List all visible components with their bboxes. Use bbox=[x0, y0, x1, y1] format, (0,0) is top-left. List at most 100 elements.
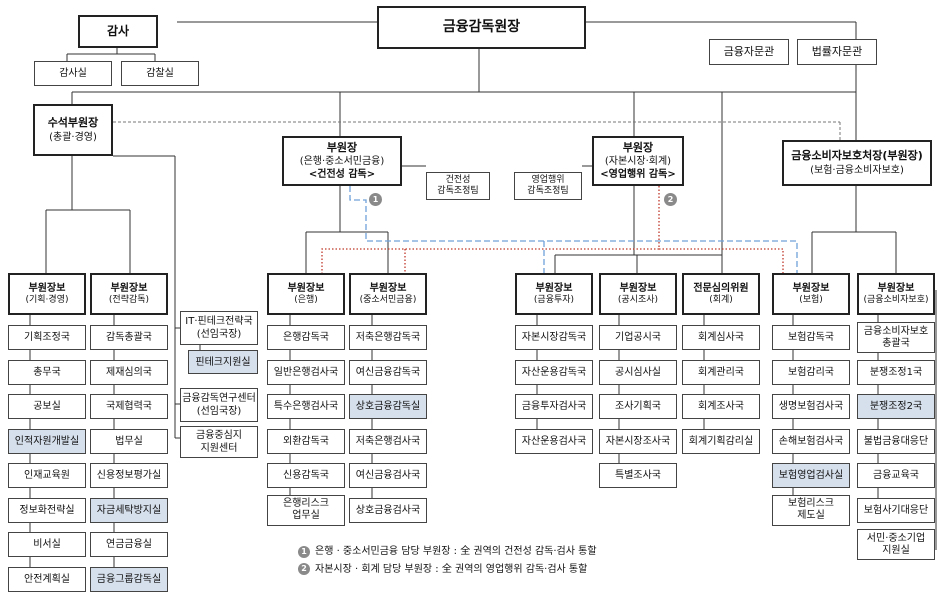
department-name: 특수은행검사국 bbox=[273, 401, 339, 412]
department-cell: 정보화전략실 bbox=[8, 497, 86, 523]
assistant-governor-header: 부원장보(전략감독) bbox=[90, 273, 168, 315]
advisor-fin-box: 금융자문관 bbox=[709, 39, 789, 65]
department-cell: 제재심의국 bbox=[90, 359, 168, 385]
advisor-law-box: 법률자문관 bbox=[797, 39, 877, 65]
department-name: 금융소비자보호 bbox=[863, 325, 929, 337]
department-cell: 금융그룹감독실 bbox=[90, 566, 168, 592]
consumer-protection-title: 금융소비자보호처장(부원장) bbox=[791, 149, 923, 163]
department-name: 서민·중소기업 bbox=[866, 532, 926, 544]
consumer-protection-box: 금융소비자보호처장(부원장) (보험·금융소비자보호) bbox=[782, 140, 932, 186]
department-name: 상호금융감독실 bbox=[355, 401, 421, 412]
senior-deputy-sub: (총괄·경영) bbox=[49, 131, 97, 143]
department-name: 총괄국 bbox=[882, 337, 910, 349]
assistant-governor-title: 전문심의위원 bbox=[693, 282, 749, 294]
assistant-governor-header: 부원장보(공시조사) bbox=[599, 273, 677, 315]
department-cell: 공시심사실 bbox=[599, 359, 677, 385]
department-name: 자산운용감독국 bbox=[521, 366, 587, 378]
department-cell: 자본시장조사국 bbox=[599, 428, 677, 454]
department-cell: 기획조정국 bbox=[8, 325, 86, 350]
audit-office-box: 감사실 bbox=[34, 61, 112, 86]
legend-2-marker: 2 bbox=[298, 563, 310, 576]
department-name: 안전계획실 bbox=[24, 573, 70, 585]
marker-2-label: 2 bbox=[667, 195, 674, 204]
department-cell: 일반은행검사국 bbox=[267, 359, 345, 385]
department-cell: 여신금융검사국 bbox=[349, 463, 427, 488]
department-name: 손해보험검사국 bbox=[778, 435, 844, 447]
assistant-governor-sub: (전략감독) bbox=[108, 294, 150, 305]
deputy-conduct-title: 부원장 bbox=[622, 140, 654, 154]
department-name: 분쟁조정1국 bbox=[869, 366, 923, 378]
department-name: 생명보험검사국 bbox=[778, 401, 844, 412]
department-cell: 특별조사국 bbox=[599, 463, 677, 488]
department-cell: 감독총괄국 bbox=[90, 325, 168, 350]
department-cell: 기업공시국 bbox=[599, 325, 677, 350]
inspection-office-box: 감찰실 bbox=[121, 61, 199, 86]
department-cell: 비서실 bbox=[8, 532, 86, 557]
legend-1-marker: 1 bbox=[298, 545, 310, 558]
assistant-governor-header: 부원장보(중소서민금융) bbox=[349, 273, 427, 315]
department-name: 보험사기대응단 bbox=[863, 504, 929, 516]
department-cell: 인재교육원 bbox=[8, 463, 86, 488]
department-name: 총무국 bbox=[33, 366, 61, 378]
it-fintech-line1: IT·핀테크전략국 bbox=[185, 316, 253, 327]
department-cell: 금융교육국 bbox=[857, 463, 935, 488]
legend-row-2: 2 자본시장 · 회계 담당 부원장 : 全 권역의 영업행위 감독·검사 통할 bbox=[298, 561, 597, 579]
assistant-governor-title: 부원장보 bbox=[369, 282, 407, 294]
department-cell: 자산운용검사국 bbox=[515, 428, 593, 454]
assistant-governor-sub: (기획·경영) bbox=[25, 294, 69, 305]
it-fintech-box: IT·핀테크전략국 (선임국장) bbox=[180, 311, 258, 345]
assistant-governor-title: 부원장보 bbox=[535, 282, 573, 294]
department-name: 보험리스크 bbox=[788, 498, 834, 509]
department-cell: 은행감독국 bbox=[267, 325, 345, 350]
department-cell: 보험영업검사실 bbox=[772, 463, 850, 488]
department-name: 정보화전략실 bbox=[19, 504, 75, 516]
assistant-governor-title: 부원장보 bbox=[877, 282, 915, 294]
department-cell: 보험감리국 bbox=[772, 359, 850, 385]
conduct-team-box: 영업행위 감독조정팀 bbox=[514, 172, 582, 200]
department-name: 업무실 bbox=[292, 510, 320, 521]
department-cell: 자산운용감독국 bbox=[515, 359, 593, 385]
department-cell: 인적자원개발실 bbox=[8, 428, 86, 454]
department-name: 기업공시국 bbox=[615, 332, 661, 343]
department-cell: 회계관리국 bbox=[682, 359, 760, 385]
department-cell: 불법금융대응단 bbox=[857, 428, 935, 454]
fintech-support-box: 핀테크지원실 bbox=[188, 350, 258, 374]
department-name: 회계관리국 bbox=[698, 366, 744, 378]
department-name: 회계기획감리실 bbox=[688, 435, 754, 447]
assistant-governor-header: 부원장보(보험) bbox=[772, 273, 850, 315]
department-name: 특별조사국 bbox=[615, 470, 661, 481]
assistant-governor-sub: (중소서민금융) bbox=[359, 294, 417, 305]
soundness-team-line2: 감독조정팀 bbox=[437, 186, 479, 196]
department-name: 금융그룹감독실 bbox=[96, 573, 162, 585]
department-cell: 여신금융감독국 bbox=[349, 359, 427, 385]
department-cell: 보험감독국 bbox=[772, 325, 850, 350]
legend-1-text: 은행 · 중소서민금융 담당 부원장 : 全 권역의 건전성 감독·검사 통할 bbox=[315, 546, 597, 557]
soundness-team-line1: 건전성 bbox=[445, 175, 471, 186]
assistant-governor-header: 부원장보(금융투자) bbox=[515, 273, 593, 315]
department-cell: 연금금융실 bbox=[90, 532, 168, 557]
research-center-line1: 금융감독연구센터 bbox=[182, 393, 256, 404]
department-cell: 저축은행검사국 bbox=[349, 428, 427, 454]
assistant-governor-title: 부원장보 bbox=[28, 282, 66, 294]
department-name: 저축은행감독국 bbox=[355, 332, 421, 343]
assistant-governor-header: 부원장보(금융소비자보호) bbox=[857, 273, 935, 315]
deputy-soundness-box: 부원장 (은행·중소서민금융) <건전성 감독> bbox=[282, 136, 402, 186]
deputy-conduct-tag: <영업행위 감독> bbox=[600, 169, 676, 181]
deputy-soundness-title: 부원장 bbox=[326, 140, 358, 154]
department-cell: 자본시장감독국 bbox=[515, 325, 593, 350]
assistant-governor-sub: (금융소비자보호) bbox=[863, 294, 929, 305]
marker-1-label: 1 bbox=[372, 195, 379, 204]
assistant-governor-title: 부원장보 bbox=[792, 282, 830, 294]
auditor-label: 감사 bbox=[106, 23, 130, 38]
department-name: 일반은행검사국 bbox=[273, 366, 339, 378]
inspection-office-label: 감찰실 bbox=[146, 68, 174, 79]
advisor-law-label: 법률자문관 bbox=[811, 44, 863, 58]
department-name: 금융투자검사국 bbox=[521, 401, 587, 412]
department-cell: 분쟁조정1국 bbox=[857, 359, 935, 385]
department-name: 보험영업검사실 bbox=[778, 470, 844, 481]
department-name: 저축은행검사국 bbox=[355, 435, 421, 447]
department-name: 국제협력국 bbox=[106, 401, 152, 412]
department-cell: 신용정보평가실 bbox=[90, 463, 168, 488]
